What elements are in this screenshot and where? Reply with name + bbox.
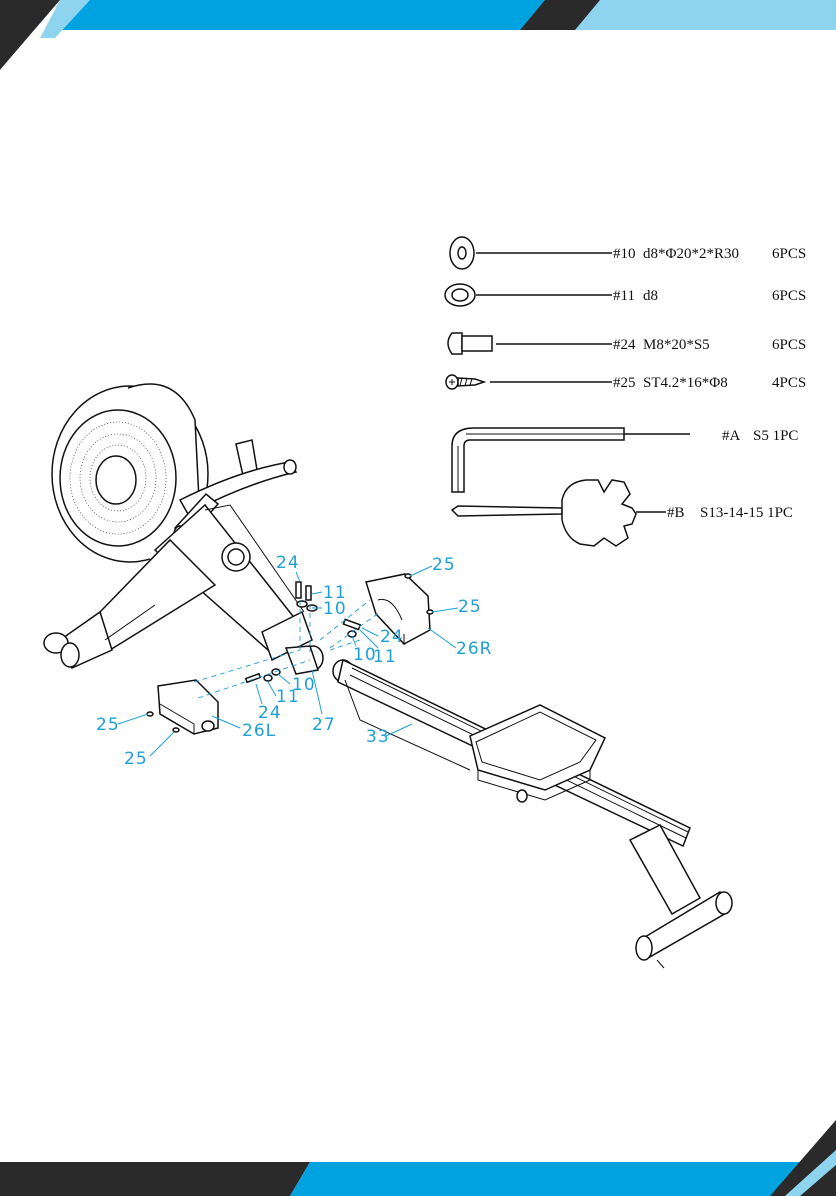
tool-b-code: #B [667,505,685,521]
callout-25-right: 25 [458,597,482,617]
callout-26r: 26R [456,639,492,659]
rowing-machine-illustration [44,384,732,968]
callout-26l: 26L [242,721,276,741]
multi-wrench-icon [452,480,636,546]
callout-25-bottom: 25 [124,749,148,769]
hw-25-code: #25 [613,375,636,391]
washer-10-icon [450,237,474,269]
callout-24-low: 24 [258,703,282,723]
hw-25-qty: 4PCS [772,375,806,391]
callout-11-mid: 11 [373,647,397,667]
rear-leg [630,825,732,968]
hw-24-qty: 6PCS [772,337,806,353]
hw-25-spec: ST4.2*16*Φ8 [643,375,728,391]
cover-26l [158,680,218,734]
hw-10-code: #10 [613,246,636,262]
bolt-24-icon [448,333,492,354]
screw-25-icon [446,375,484,389]
spring-washer-11-icon [445,284,475,306]
callout-10-top: 10 [323,599,347,619]
hw-11-qty: 6PCS [772,288,806,304]
callout-24-right: 24 [380,627,404,647]
tool-a-spec: S5 1PC [753,428,798,444]
tool-b-spec: S13-14-15 1PC [700,505,793,521]
callout-24-top: 24 [276,553,300,573]
callout-27: 27 [312,715,336,735]
top-banner [0,0,836,85]
callout-33: 33 [366,727,390,747]
hw-24-code: #24 [613,337,636,353]
hw-11-spec: d8 [643,288,658,304]
callout-25-left: 25 [96,715,120,735]
hw-10-spec: d8*Φ20*2*R30 [643,246,739,262]
tool-a-code: #A [722,428,741,444]
hw-10-qty: 6PCS [772,246,806,262]
callout-25-top: 25 [432,555,456,575]
bottom-banner [0,1120,836,1196]
hardware-list: #10 d8*Φ20*2*R30 6PCS #11 d8 6PCS #24 M8… [445,237,806,546]
hw-24-spec: M8*20*S5 [643,337,710,353]
hw-11-code: #11 [613,288,635,304]
